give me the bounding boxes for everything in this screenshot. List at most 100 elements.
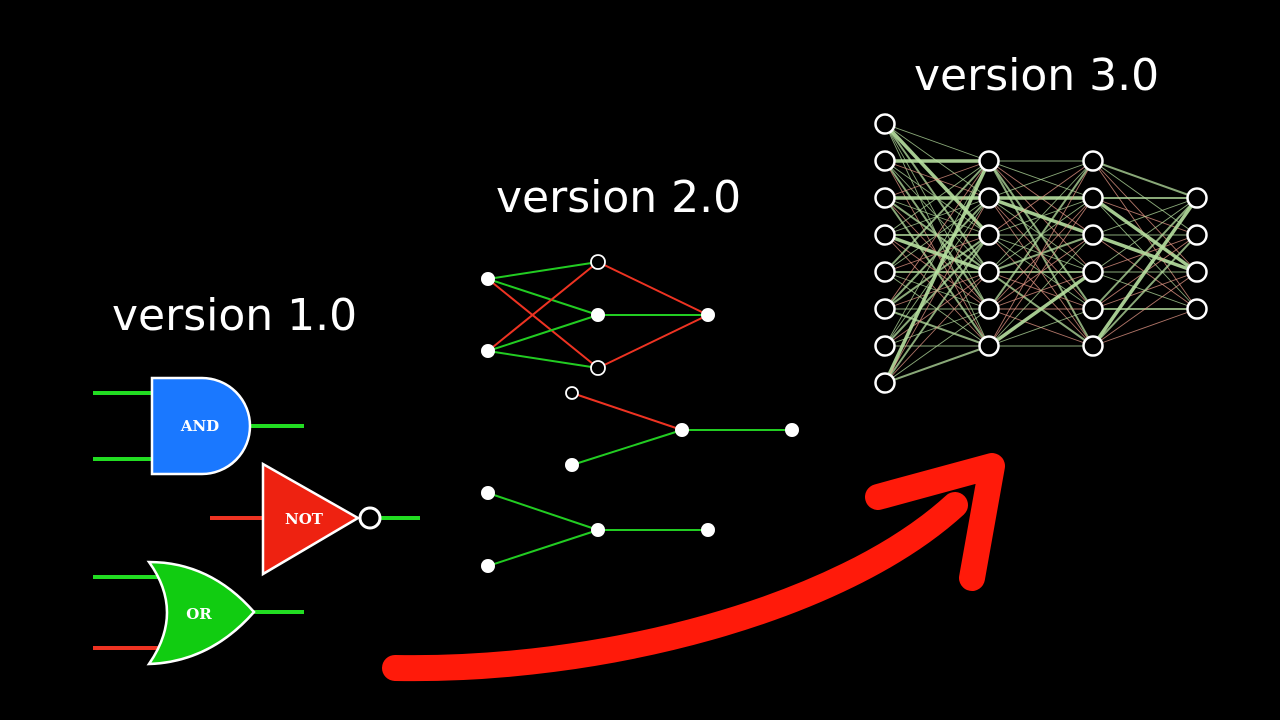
deep-network-node: [1186, 261, 1208, 283]
edge: [487, 261, 599, 280]
deep-network-edge: [884, 160, 990, 199]
deep-network-edge: [883, 160, 991, 384]
deep-network-node: [874, 298, 896, 320]
edge: [597, 314, 709, 369]
arrow-head: [865, 453, 1005, 591]
node-hollow: [590, 254, 606, 270]
and-gate: AND: [93, 376, 304, 476]
and-gate-label: AND: [180, 417, 219, 435]
deep-network-edge: [1092, 160, 1198, 199]
deep-network-edge: [1092, 197, 1198, 310]
deep-network-edge: [884, 197, 990, 384]
progress-arrow: [382, 453, 1005, 682]
edge: [487, 529, 599, 567]
version-1-label: version 1.0: [112, 290, 357, 341]
node-hollow: [565, 386, 579, 400]
deep-network-node: [1082, 261, 1104, 283]
deep-network-edges: [883, 122, 1199, 384]
node-filled: [675, 423, 689, 437]
edge: [487, 314, 599, 352]
and-gate-body: [150, 376, 252, 476]
deep-network-node: [874, 261, 896, 283]
deep-network-edge: [988, 160, 1094, 236]
deep-network-edge: [1092, 197, 1198, 236]
deep-network-edge: [1092, 308, 1198, 347]
arrow-shaft: [382, 492, 968, 682]
deep-network-edge: [988, 160, 1094, 273]
node-hollow: [590, 360, 606, 376]
node-filled: [481, 486, 495, 500]
deep-network-edge: [1092, 234, 1198, 347]
deep-network-edge: [1092, 271, 1198, 347]
deep-network-edge: [884, 160, 990, 310]
edge: [487, 492, 599, 531]
small-networks: [481, 254, 799, 573]
deep-network-node: [874, 224, 896, 246]
or-gate-label: OR: [186, 605, 212, 623]
not-gate-bubble: [358, 506, 382, 530]
deep-network-edge: [988, 197, 1094, 347]
deep-network-edge: [988, 160, 1094, 310]
deep-network-node: [1082, 335, 1104, 357]
network-b-edges: [571, 392, 792, 466]
not-gate-body: [261, 461, 361, 577]
deep-network-node: [1186, 298, 1208, 320]
deep-network-node: [978, 187, 1000, 209]
or-gate-body: [146, 560, 256, 666]
node-filled: [591, 308, 605, 322]
edge: [571, 429, 683, 466]
not-gate: NOT: [210, 461, 420, 577]
deep-network-nodes: [874, 113, 1208, 394]
deep-network-node: [874, 187, 896, 209]
deep-network-edge: [1091, 196, 1199, 348]
deep-network-node: [1082, 150, 1104, 172]
node-filled: [701, 523, 715, 537]
deep-network-edge: [988, 160, 1094, 199]
node-filled: [481, 559, 495, 573]
deep-network-edge: [884, 234, 990, 384]
deep-network-edge: [884, 160, 990, 347]
deep-network-node: [1082, 298, 1104, 320]
deep-network-edge: [884, 123, 990, 162]
logic-gates: AND NOT OR: [93, 376, 420, 666]
deep-network-node: [978, 224, 1000, 246]
edge: [487, 278, 599, 369]
network-c-edges: [487, 492, 708, 567]
deep-network-node: [874, 113, 896, 135]
network-a-edges: [487, 261, 709, 369]
node-filled: [565, 458, 579, 472]
not-gate-label: NOT: [285, 510, 324, 528]
deep-network-node: [1186, 187, 1208, 209]
deep-network-node: [978, 261, 1000, 283]
deep-network-edge: [884, 308, 990, 384]
edge: [487, 261, 599, 352]
deep-network-edge: [884, 160, 990, 236]
deep-network-edge: [988, 234, 1094, 347]
deep-network-node: [874, 335, 896, 357]
or-gate: OR: [93, 560, 304, 666]
node-filled: [481, 272, 495, 286]
deep-network-edge: [884, 160, 990, 273]
version-2-label: version 2.0: [496, 172, 741, 223]
deep-network: [874, 113, 1208, 394]
deep-network-edge: [884, 345, 990, 384]
deep-network-node: [1082, 224, 1104, 246]
edge: [487, 350, 599, 369]
deep-network-node: [978, 298, 1000, 320]
edge: [571, 392, 683, 431]
node-filled: [701, 308, 715, 322]
node-filled: [785, 423, 799, 437]
deep-network-edge: [884, 271, 990, 384]
version-3-label: version 3.0: [914, 50, 1159, 101]
deep-network-node: [978, 335, 1000, 357]
deep-network-node: [874, 150, 896, 172]
deep-network-edge: [1092, 197, 1198, 273]
deep-network-edge: [988, 308, 1094, 347]
deep-network-node: [978, 150, 1000, 172]
deep-network-node: [874, 372, 896, 394]
deep-network-node: [1082, 187, 1104, 209]
deep-network-edge: [988, 160, 1094, 347]
edge: [597, 261, 709, 316]
node-filled: [591, 523, 605, 537]
